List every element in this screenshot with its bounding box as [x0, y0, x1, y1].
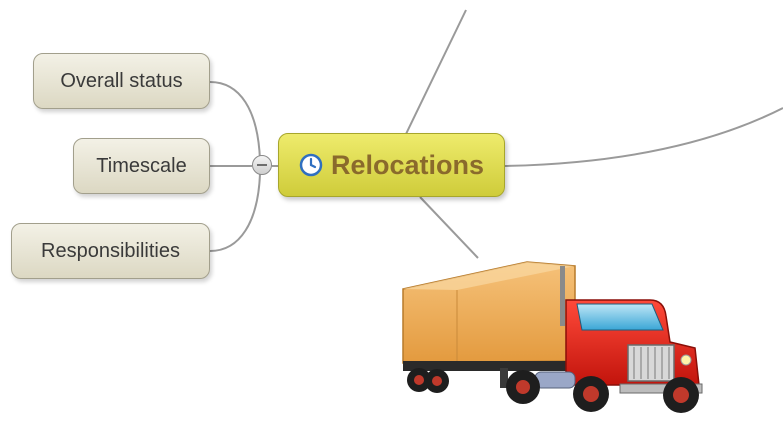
topic-label: Overall status	[60, 69, 183, 92]
topic-label: Timescale	[96, 154, 187, 177]
topic-label: Responsibilities	[41, 239, 180, 262]
connector-right-branch	[504, 107, 783, 167]
topic-overall-status[interactable]: Overall status	[33, 53, 210, 109]
truck-illustration	[402, 261, 703, 413]
central-topic-label: Relocations	[330, 149, 485, 180]
connector-overall-status	[209, 81, 261, 161]
connector-image-branch	[419, 196, 479, 259]
connector-lines	[209, 9, 783, 259]
connector-top-branch	[405, 9, 467, 135]
collapse-toggle-icon[interactable]	[252, 155, 272, 175]
central-topic[interactable]: Relocations	[278, 133, 505, 197]
clock-icon	[299, 153, 323, 177]
topic-responsibilities[interactable]: Responsibilities	[11, 223, 210, 279]
connector-responsibilities	[209, 173, 261, 252]
topic-timescale[interactable]: Timescale	[73, 138, 210, 194]
